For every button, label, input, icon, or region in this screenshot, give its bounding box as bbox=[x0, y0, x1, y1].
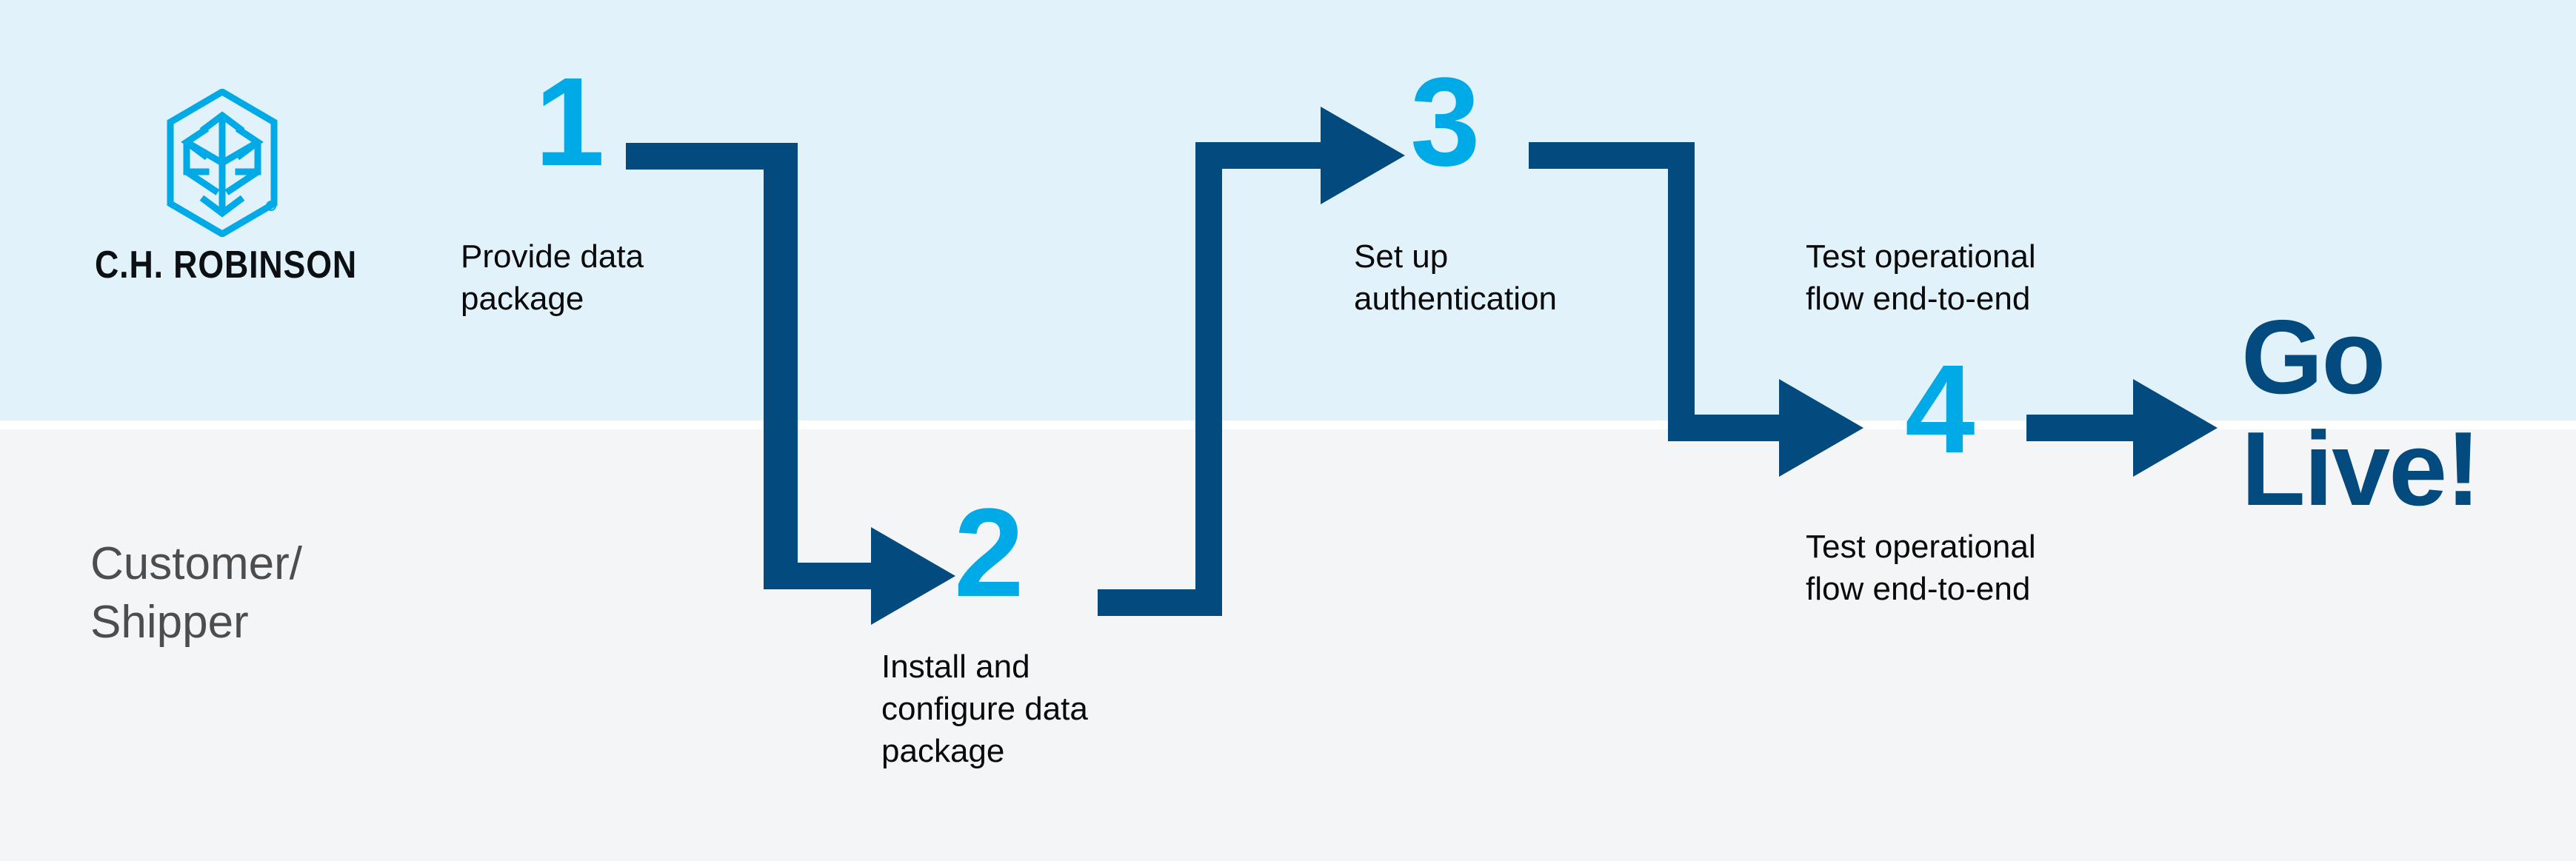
lane-divider bbox=[0, 421, 2576, 429]
step-2-description-line-2: configure data bbox=[881, 691, 1088, 728]
step-4-description-below: Test operational flow end-to-end bbox=[1806, 526, 2117, 610]
connector-step1-to-step2 bbox=[626, 143, 955, 625]
step-4-description-below-line-1: Test operational bbox=[1806, 529, 2036, 565]
lane-label-line-1: Customer/ bbox=[90, 538, 302, 589]
step-2-description: Install and configure data package bbox=[881, 646, 1178, 773]
step-4-description-below-line-2: flow end-to-end bbox=[1806, 571, 2031, 608]
go-live-line-2: Live! bbox=[2241, 409, 2480, 528]
svg-text:R: R bbox=[269, 204, 273, 210]
go-live-line-1: Go bbox=[2241, 298, 2386, 416]
connector-step4-to-golive bbox=[2026, 379, 2218, 477]
step-3-description-line-1: Set up bbox=[1354, 238, 1449, 275]
lane-band-bottom bbox=[0, 429, 2576, 861]
step-2-number: 2 bbox=[954, 483, 1024, 623]
step-4-description-above-line-2: flow end-to-end bbox=[1806, 281, 2031, 318]
step-1-number: 1 bbox=[535, 52, 605, 192]
lane-label-line-2: Shipper bbox=[90, 597, 249, 649]
step-1-description-line-2: package bbox=[461, 281, 584, 318]
step-3-number: 3 bbox=[1410, 52, 1481, 192]
step-3-description-line-2: authentication bbox=[1354, 281, 1557, 318]
ch-robinson-cube-logo-icon: R bbox=[167, 89, 278, 237]
step-4-number: 4 bbox=[1905, 339, 1975, 480]
lane-label-customer-shipper: Customer/ Shipper bbox=[90, 535, 431, 652]
connector-step3-to-step4 bbox=[1529, 142, 1863, 477]
step-2-description-line-3: package bbox=[881, 733, 1005, 770]
brand-wordmark: C.H. ROBINSON bbox=[95, 244, 358, 287]
step-4-description-above: Test operational flow end-to-end bbox=[1806, 235, 2117, 320]
step-3-description: Set up authentication bbox=[1354, 235, 1650, 320]
go-live-outcome: Go Live! bbox=[2241, 298, 2552, 528]
step-1-description-line-1: Provide data bbox=[461, 238, 644, 275]
brand-block: R C.H. ROBINSON bbox=[74, 89, 370, 287]
step-4-description-above-line-1: Test operational bbox=[1806, 238, 2036, 275]
step-2-description-line-1: Install and bbox=[881, 649, 1030, 685]
step-1-description: Provide data package bbox=[461, 235, 742, 320]
lane-band-top bbox=[0, 0, 2576, 421]
connector-step2-to-step3 bbox=[1098, 107, 1405, 616]
